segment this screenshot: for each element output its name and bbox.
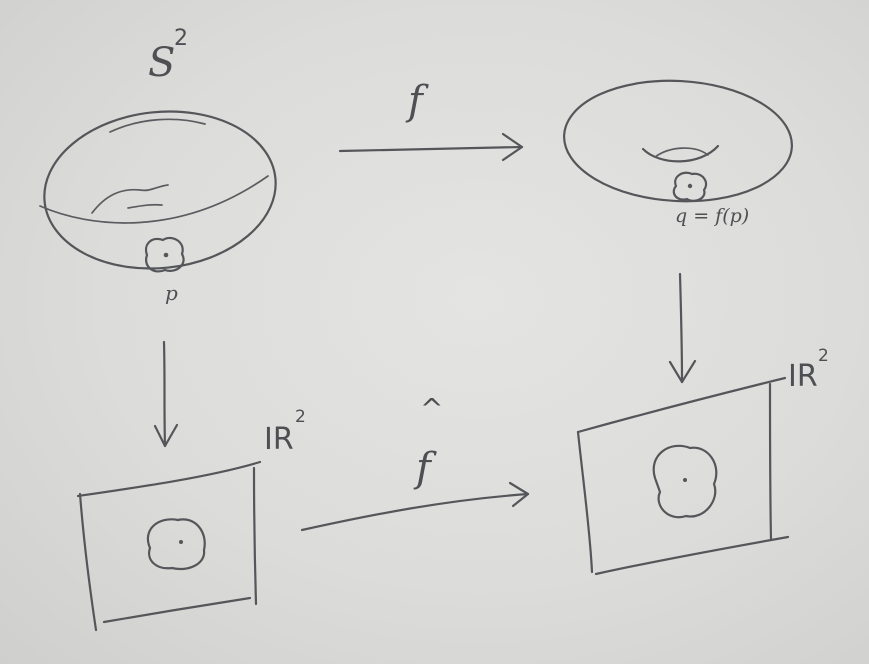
point-left-plane-dot: [179, 540, 183, 544]
plane-left-exponent: 2: [295, 407, 306, 427]
point-q-dot: [687, 183, 693, 189]
arrow-chart-right: [668, 272, 697, 384]
point-q-label: q = f(p): [675, 205, 749, 227]
sphere: [39, 110, 277, 273]
sphere-exponent: 2: [174, 26, 188, 51]
plane-left: [76, 460, 262, 632]
point-p-dot: [163, 252, 169, 258]
plane-left-label: IR: [264, 422, 294, 457]
point-p-label: p: [165, 281, 178, 305]
plane-right-exponent: 2: [818, 346, 829, 366]
plane-right-label: IR: [788, 359, 818, 394]
map-f-label: f: [405, 78, 429, 124]
plane-right: [576, 376, 790, 576]
torus: [563, 79, 793, 203]
point-right-plane-dot: [683, 478, 687, 482]
map-fhat-hat: ^: [420, 392, 443, 425]
arrow-fhat: [300, 481, 530, 532]
sphere-label: S: [148, 40, 175, 86]
arrow-f: [338, 132, 524, 162]
arrow-chart-left: [153, 340, 179, 448]
map-fhat-label: f: [413, 445, 437, 491]
